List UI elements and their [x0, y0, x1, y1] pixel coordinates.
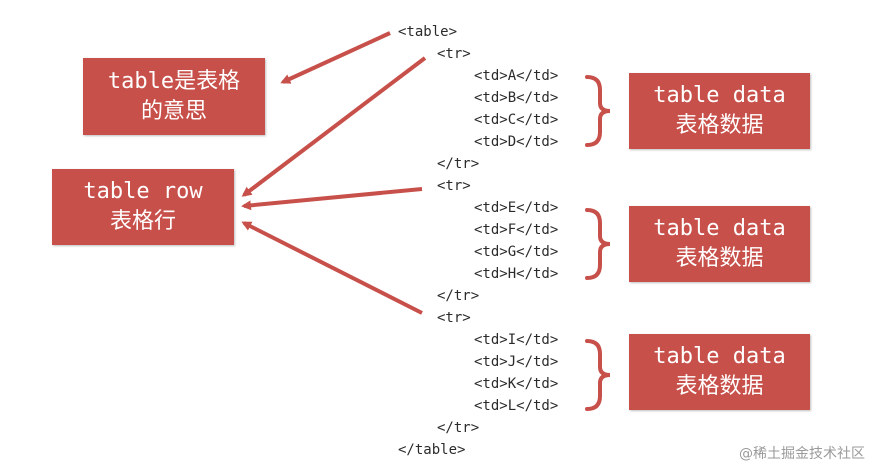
code-line-table-open: <table>	[398, 24, 458, 40]
code-line-table-close: </table>	[398, 442, 466, 458]
brace-group-2	[585, 208, 611, 280]
code-line-tr-close-2: </tr>	[437, 288, 480, 304]
code-line-tr-open-1: <tr>	[437, 46, 471, 62]
label-row-line2: 表格行	[109, 209, 176, 234]
label-table-line1: table是表格	[107, 68, 241, 94]
label-data1-line2: 表格数据	[675, 113, 764, 138]
label-data3-line2: 表格数据	[675, 374, 764, 399]
label-data2-line1: table data	[653, 216, 786, 241]
brace-group-3	[585, 339, 611, 411]
code-line-td-j: <td>J</td>	[474, 354, 559, 370]
label-data1-line1: table data	[653, 83, 786, 108]
code-line-td-l: <td>L</td>	[474, 398, 559, 414]
label-row-line1: table row	[83, 179, 203, 204]
label-table: table是表格 的意思	[83, 58, 265, 135]
arrow-table	[280, 31, 391, 84]
label-table-row: table row 表格行	[52, 169, 234, 245]
label-data2-line2: 表格数据	[675, 246, 764, 271]
code-line-td-k: <td>K</td>	[474, 376, 559, 392]
label-data3-line1: table data	[653, 344, 786, 369]
code-line-tr-open-3: <tr>	[437, 310, 471, 326]
arrow-tr-2	[241, 187, 423, 211]
code-line-td-h: <td>H</td>	[474, 266, 559, 282]
brace-group-1	[585, 75, 611, 147]
code-line-tr-close-3: </tr>	[437, 420, 480, 436]
code-line-tr-close-1: </tr>	[437, 156, 480, 172]
code-line-td-c: <td>C</td>	[474, 112, 559, 128]
arrow-tr-1	[241, 56, 427, 197]
label-table-data-1: table data 表格数据	[629, 73, 810, 149]
code-line-td-g: <td>G</td>	[474, 244, 559, 260]
label-table-line2: 的意思	[140, 98, 207, 124]
code-line-tr-open-2: <tr>	[437, 178, 471, 194]
label-table-data-3: table data 表格数据	[629, 334, 810, 410]
code-line-td-f: <td>F</td>	[474, 222, 559, 238]
code-line-td-a: <td>A</td>	[474, 68, 559, 84]
code-line-td-e: <td>E</td>	[474, 200, 559, 216]
code-line-td-d: <td>D</td>	[474, 134, 559, 150]
code-line-td-b: <td>B</td>	[474, 90, 559, 106]
code-line-td-i: <td>I</td>	[474, 332, 559, 348]
watermark: @稀土掘金技术社区	[739, 446, 865, 462]
label-table-data-2: table data 表格数据	[629, 206, 810, 282]
arrow-tr-3	[241, 221, 423, 315]
